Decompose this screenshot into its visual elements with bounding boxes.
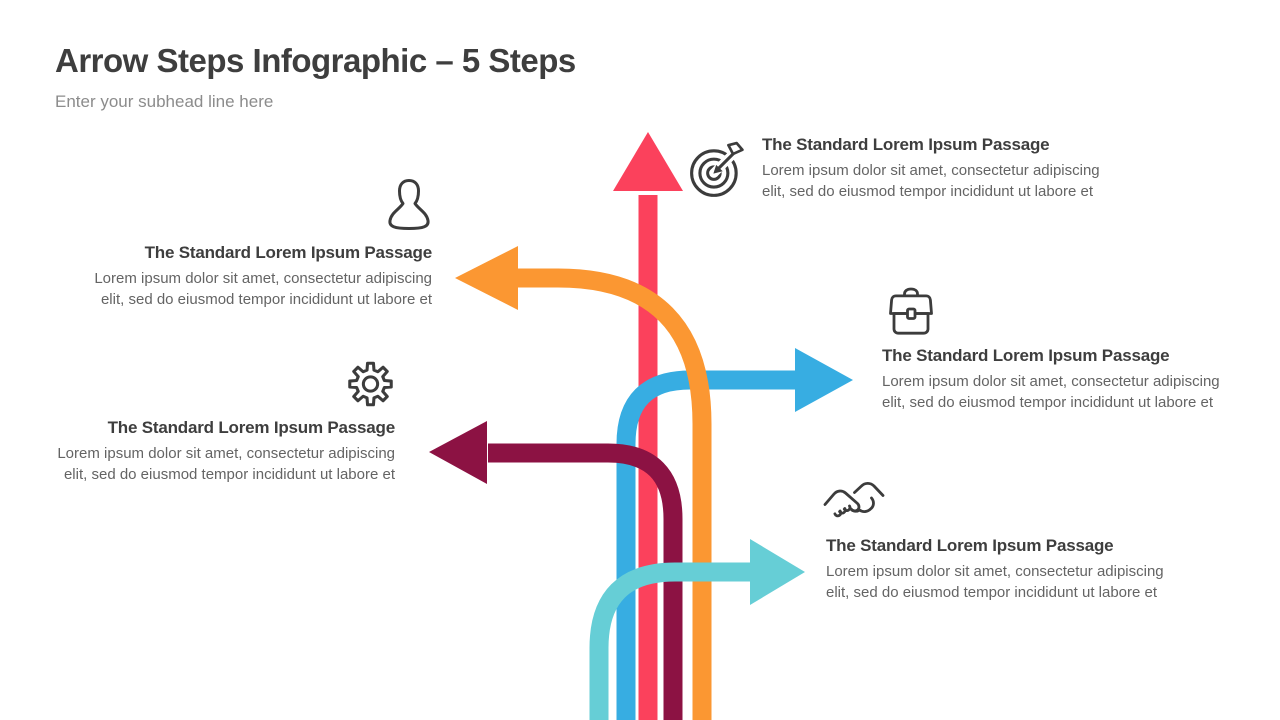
step-title: The Standard Lorem Ipsum Passage [882, 346, 1170, 365]
step-body: Lorem ipsum dolor sit amet, consectetur … [762, 160, 1122, 202]
arrow-step-2-left [455, 246, 712, 720]
step-body-line: Lorem ipsum dolor sit amet, consectetur … [57, 445, 395, 462]
step-body: Lorem ipsum dolor sit amet, consectetur … [882, 371, 1242, 413]
step-body-line: Lorem ipsum dolor sit amet, consectetur … [882, 373, 1220, 390]
step-title: The Standard Lorem Ipsum Passage [762, 135, 1050, 154]
gear-icon [346, 359, 395, 409]
arrow-step-5-right [589, 539, 805, 720]
target-icon [688, 141, 746, 199]
page-title: Arrow Steps Infographic – 5 Steps [55, 42, 576, 79]
step-body: Lorem ipsum dolor sit amet, consectetur … [72, 268, 432, 310]
page-subtitle: Enter your subhead line here [55, 92, 274, 111]
briefcase-icon [883, 283, 939, 338]
step-body-line: elit, sed do eiusmod tempor incididunt u… [63, 466, 395, 483]
user-icon [385, 176, 433, 233]
step-body-line: elit, sed do eiusmod tempor incididunt u… [762, 183, 1094, 200]
arrow-step-4-left [429, 421, 683, 720]
step-title: The Standard Lorem Ipsum Passage [107, 418, 396, 437]
step-body-line: Lorem ipsum dolor sit amet, consectetur … [94, 270, 432, 287]
step-body-line: elit, sed do eiusmod tempor incididunt u… [100, 291, 432, 308]
arrow-step-3-right [616, 348, 853, 720]
step-block-5: The Standard Lorem Ipsum Passage Lorem i… [826, 535, 1186, 603]
step-title: The Standard Lorem Ipsum Passage [826, 536, 1114, 555]
step-body-line: Lorem ipsum dolor sit amet, consectetur … [762, 162, 1100, 179]
step-block-4: The Standard Lorem Ipsum Passage Lorem i… [35, 417, 395, 485]
step-block-1: The Standard Lorem Ipsum Passage Lorem i… [762, 134, 1122, 202]
step-body: Lorem ipsum dolor sit amet, consectetur … [826, 561, 1186, 603]
step-body-line: elit, sed do eiusmod tempor incididunt u… [882, 394, 1214, 411]
step-body: Lorem ipsum dolor sit amet, consectetur … [35, 443, 395, 485]
step-body-line: elit, sed do eiusmod tempor incididunt u… [826, 584, 1158, 601]
step-body-line: Lorem ipsum dolor sit amet, consectetur … [826, 563, 1164, 580]
step-block-2: The Standard Lorem Ipsum Passage Lorem i… [72, 242, 432, 310]
step-title: The Standard Lorem Ipsum Passage [144, 243, 433, 262]
step-block-3: The Standard Lorem Ipsum Passage Lorem i… [882, 345, 1242, 413]
handshake-icon [822, 478, 886, 525]
